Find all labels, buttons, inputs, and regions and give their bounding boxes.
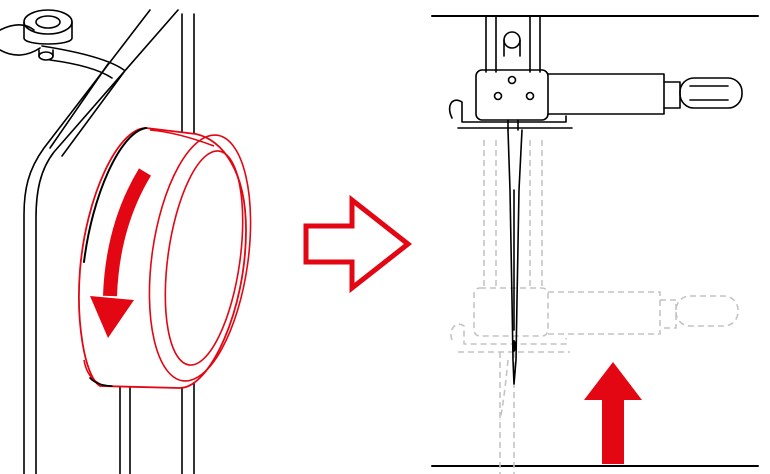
- curved-down-arrow-icon: [90, 168, 151, 338]
- handwheel[interactable]: [78, 127, 265, 389]
- left-panel: [0, 9, 265, 474]
- right-panel: [431, 15, 759, 474]
- top-knob: [23, 9, 73, 61]
- needle-bar: [485, 15, 541, 73]
- outline-right-arrow-icon: [303, 194, 413, 294]
- needle: [507, 129, 523, 385]
- ghost-needle-clamp: [450, 140, 739, 474]
- solid-up-arrow-icon: [584, 362, 642, 464]
- needle-clamp: [448, 69, 743, 131]
